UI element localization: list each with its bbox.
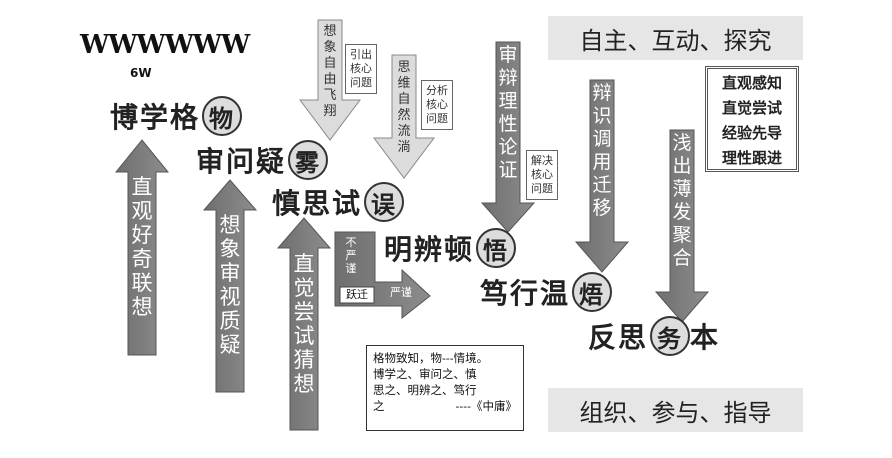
title-wwwwww: WWWWWW [80,30,250,60]
step-2-circled: 雾 [288,140,329,180]
leap-right-label: 严谨 [390,286,412,299]
step-2: 审问疑雾 [196,140,329,180]
step-2-text: 审问疑 [196,145,287,178]
up-arrow-3 [276,217,332,431]
up-arrow-1-label: 直观好奇联想 [131,175,153,319]
up-arrow-2-label: 想象审视质疑 [219,213,241,357]
step-5: 笃行温焐 [480,272,613,312]
quote-box: 格物致知，物---情境。 博学之、审问之、慎 思之、明辨之、笃行 之 ----《… [366,345,524,431]
up-arrow-2 [202,179,258,393]
quote-line-1: 格物致知，物---情境。 [373,351,489,365]
down-arrow-1-label: 想象自由飞翔 [323,24,337,119]
step-6: 反思务本 [588,316,720,356]
method-item: 直观感知 [721,74,782,92]
down-arrow-1 [299,19,361,141]
step-6-after: 本 [690,321,721,354]
down-arrow-4-label: 辩识调用迁移 [592,82,612,219]
down-arrow-5 [654,129,710,323]
step-1-text: 博学格 [110,101,201,134]
quote-line-2: 博学之、审问之、慎 [373,367,477,381]
down-arrow-3 [480,41,536,233]
method-item: 直觉尝试 [721,99,782,117]
step-1: 博学格物 [110,96,243,136]
step-3: 慎思试误 [272,182,405,222]
subtitle-6w: 6W [130,66,152,80]
down-arrow-2-label: 思维自然流淌 [397,60,411,155]
up-arrow-1 [114,139,170,356]
leap-label-box [339,286,375,304]
step-6-circled: 务 [650,316,691,356]
quote-last-line: 之 ----《中庸》 [373,398,517,414]
leap-top-label: 不严谨 [345,236,357,275]
step-6-text: 反思 [588,321,649,354]
leap-label: 跃迁 [346,288,368,301]
methods-box: 直观感知 直觉尝试 经验先导 理性跟进 [705,66,799,172]
step-4-circled: 悟 [476,228,517,268]
step-5-circled: 焐 [572,272,613,312]
bottom-right-box: 组织、参与、指导 [548,388,803,432]
down-arrow-3-note: 解决核心问题 [526,150,558,200]
top-right-box: 自主、互动、探究 [548,16,803,60]
method-item: 经验先导 [721,124,782,142]
down-arrow-4 [574,79,630,273]
step-1-circled: 物 [202,96,243,136]
down-arrow-5-label: 浅出薄发聚合 [672,132,692,269]
step-3-text: 慎思试 [272,187,363,220]
down-arrow-2 [373,54,435,179]
step-5-text: 笃行温 [480,277,571,310]
quote-source: ----《中庸》 [455,399,517,413]
down-arrow-3-label: 审辩理性论证 [498,44,518,181]
quote-line-4: 之 [373,399,385,413]
method-item: 理性跟进 [721,149,782,167]
quote-line-3: 思之、明辨之、笃行 [373,383,477,397]
step-4-text: 明辨顿 [384,233,475,266]
down-arrow-2-note: 分析核心问题 [421,80,453,130]
down-arrow-1-note: 引出核心问题 [345,44,377,94]
step-4: 明辨顿悟 [384,228,517,268]
step-3-circled: 误 [364,182,405,222]
up-arrow-3-label: 直觉尝试猜想 [293,252,315,396]
